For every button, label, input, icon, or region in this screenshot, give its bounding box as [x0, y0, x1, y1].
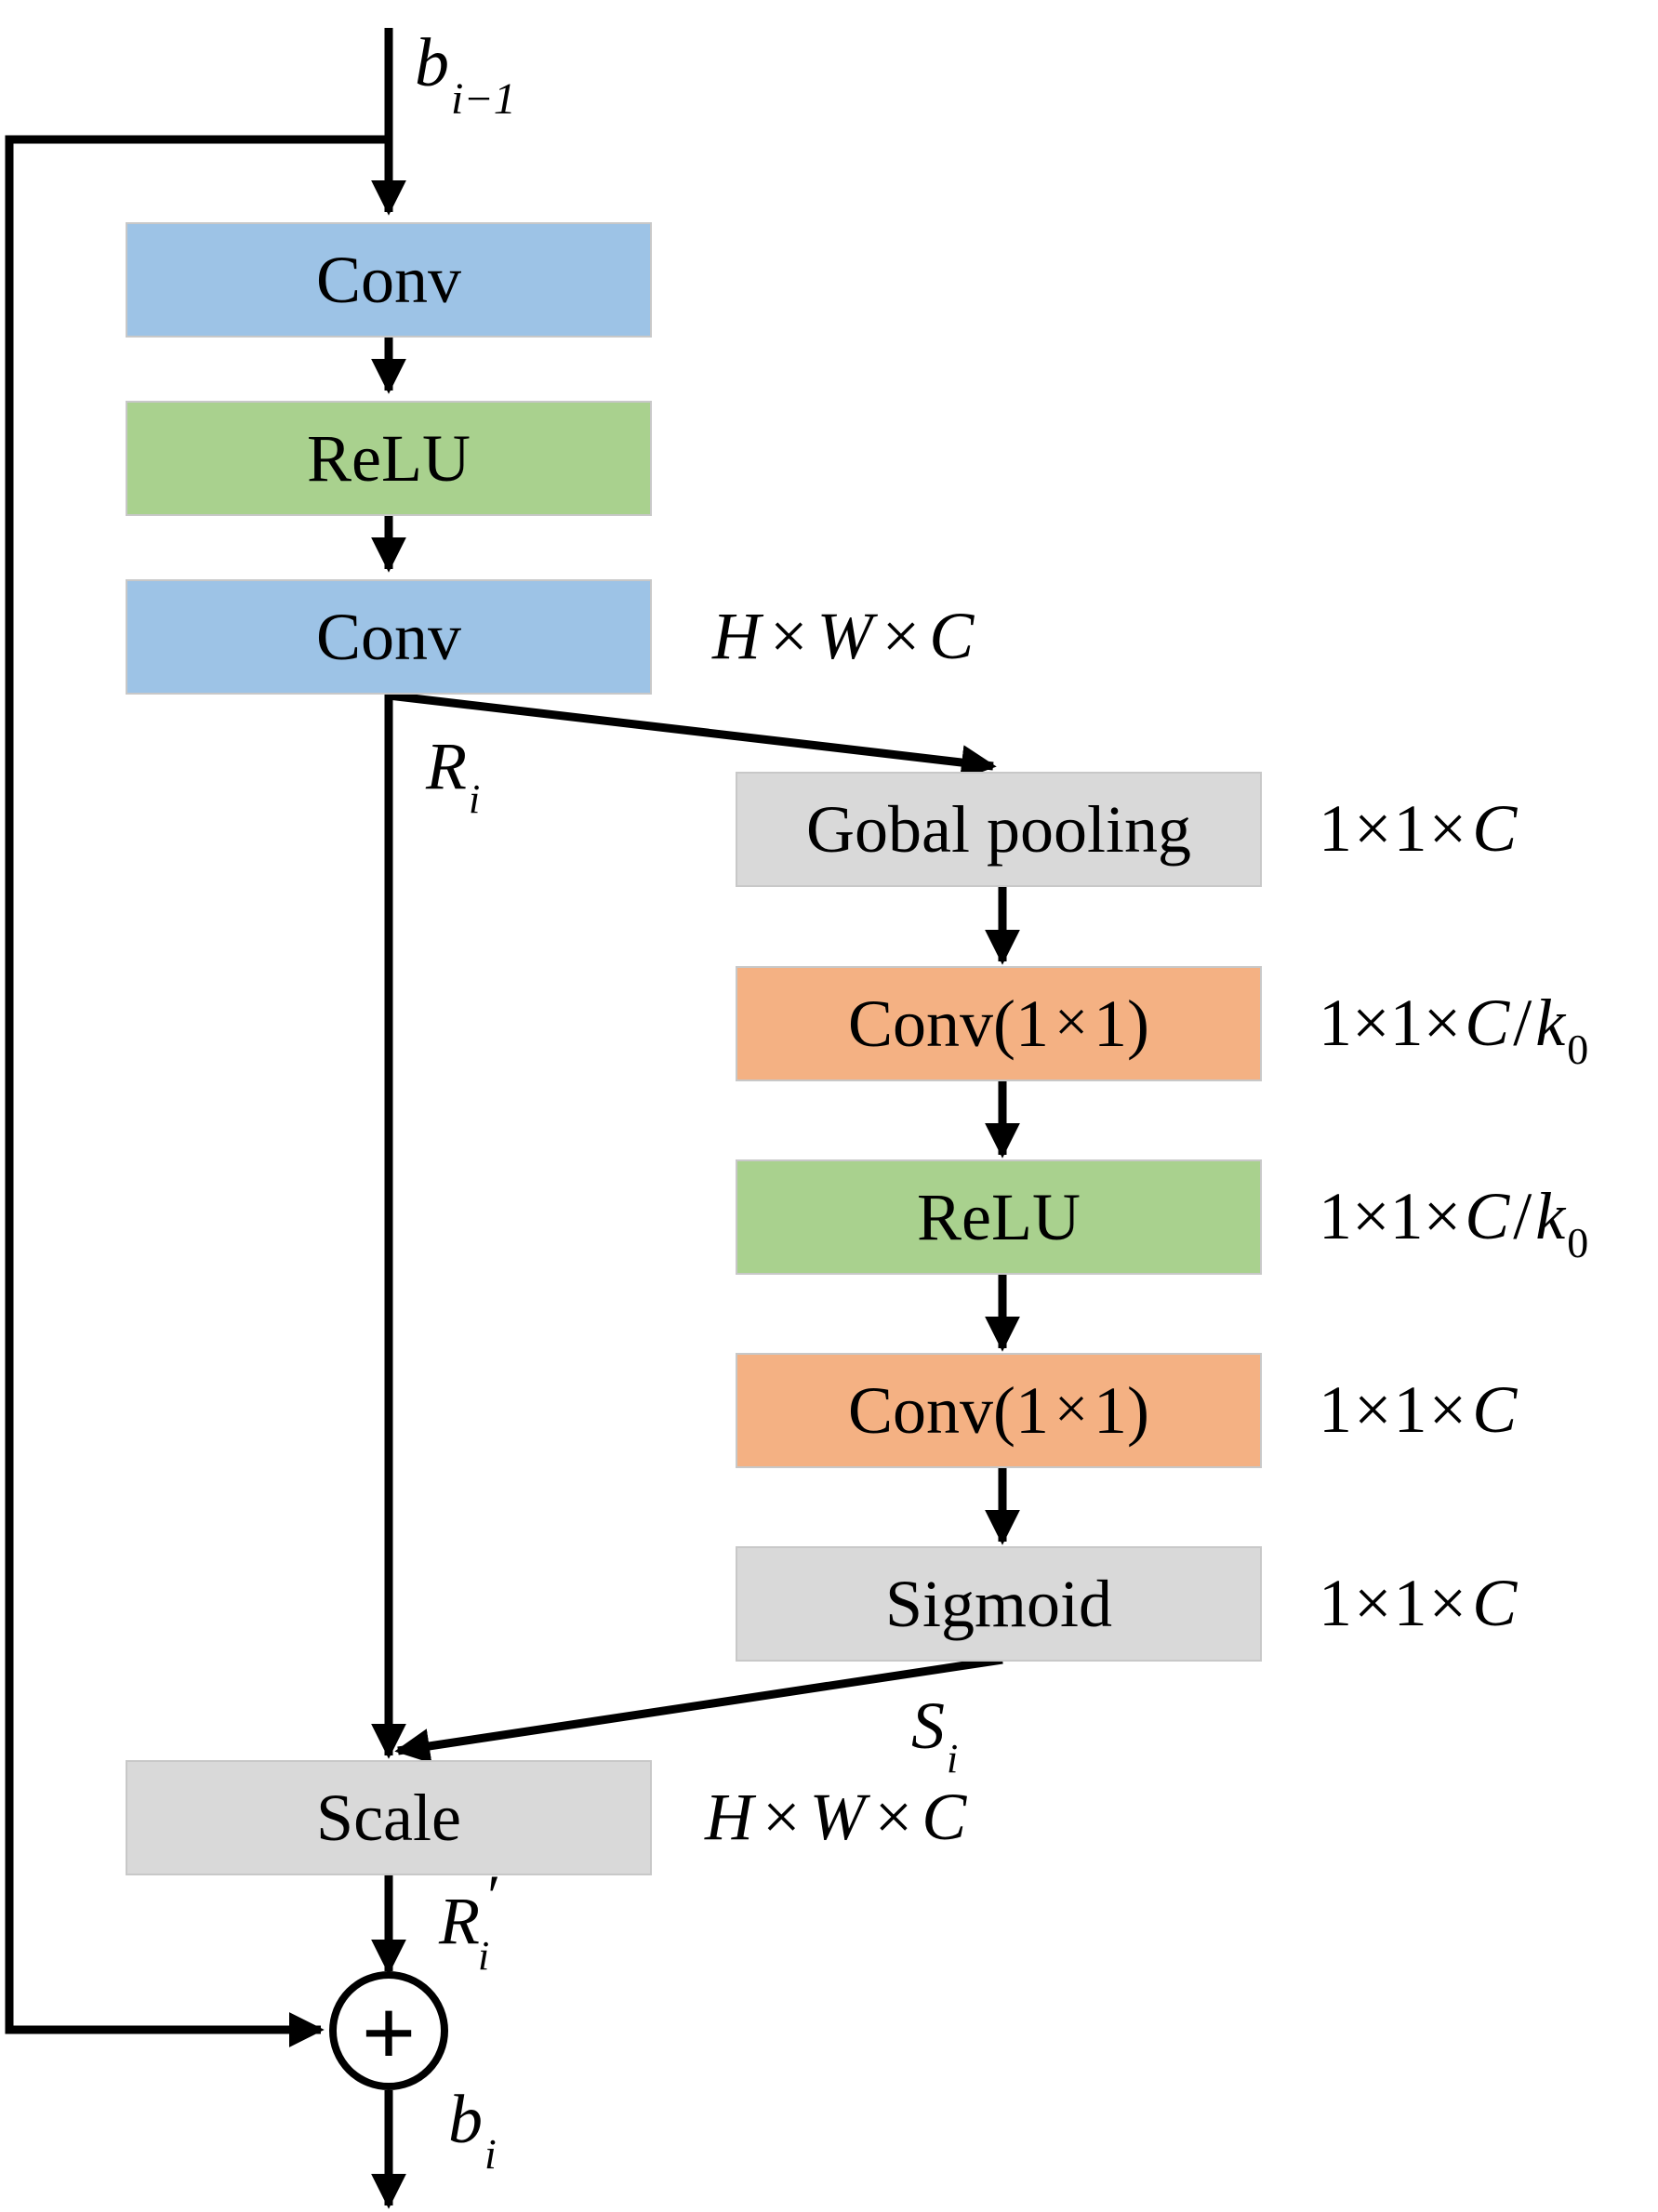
conv2-to-pooling-arrow — [388, 691, 997, 780]
sigmoid-dims-label: 1×1×C — [1319, 1566, 1518, 1640]
scale-label: Scale — [316, 1781, 461, 1855]
global-pooling-box — [736, 772, 1262, 887]
sigmoid-label: Sigmoid — [885, 1567, 1112, 1641]
input-label: bi−1 — [415, 25, 516, 124]
skip-connection-line — [5, 135, 389, 2047]
conv1-box — [126, 222, 652, 338]
output-label: bi — [448, 2082, 497, 2178]
conv1-label: Conv — [316, 243, 461, 317]
conv-b-box — [736, 1353, 1262, 1468]
plus-icon: + — [361, 1980, 416, 2087]
relu1-block: ReLU — [126, 401, 652, 516]
conv2-block: Conv — [126, 579, 652, 695]
conv-a-block: Conv(1×1) — [736, 966, 1262, 1081]
conv-a-dims-label: 1×1×C/k0 — [1319, 986, 1588, 1073]
global-pooling-dims-label: 1×1×C — [1319, 791, 1518, 866]
relu1-label: ReLU — [307, 421, 471, 496]
conv-a-box — [736, 966, 1262, 1081]
conv2-box — [126, 579, 652, 695]
global-pooling-label: Gobal pooling — [806, 792, 1191, 867]
sigmoid-to-scale-arrow — [394, 1655, 1003, 1764]
conv-b-label: Conv(1×1) — [848, 1373, 1149, 1448]
connectors — [5, 28, 1020, 2209]
r-i-prime-label: Ri′ — [438, 1862, 500, 1979]
relu2-dims-label: 1×1×C/k0 — [1319, 1179, 1588, 1266]
relu2-box — [736, 1159, 1262, 1275]
scale-dims-label: H×W×C — [704, 1780, 967, 1854]
global-pooling-block: Gobal pooling — [736, 772, 1262, 887]
sigmoid-box — [736, 1546, 1262, 1662]
conv-a-label: Conv(1×1) — [848, 987, 1149, 1061]
scale-block: Scale — [126, 1760, 652, 1875]
sigmoid-block: Sigmoid — [736, 1546, 1262, 1662]
conv2-label: Conv — [316, 600, 461, 674]
r-i-label: Ri — [425, 729, 480, 822]
elementwise-sum-node: + — [329, 1971, 448, 2090]
relu2-label: ReLU — [917, 1180, 1081, 1254]
sum-circle — [329, 1971, 448, 2090]
s-i-label: Si — [911, 1689, 958, 1782]
relu2-block: ReLU — [736, 1159, 1262, 1275]
conv2-dims-label: H×W×C — [711, 599, 975, 673]
conv-b-dims-label: 1×1×C — [1319, 1372, 1518, 1447]
conv1-block: Conv — [126, 222, 652, 338]
scale-box — [126, 1760, 652, 1875]
relu1-box — [126, 401, 652, 516]
conv-b-block: Conv(1×1) — [736, 1353, 1262, 1468]
